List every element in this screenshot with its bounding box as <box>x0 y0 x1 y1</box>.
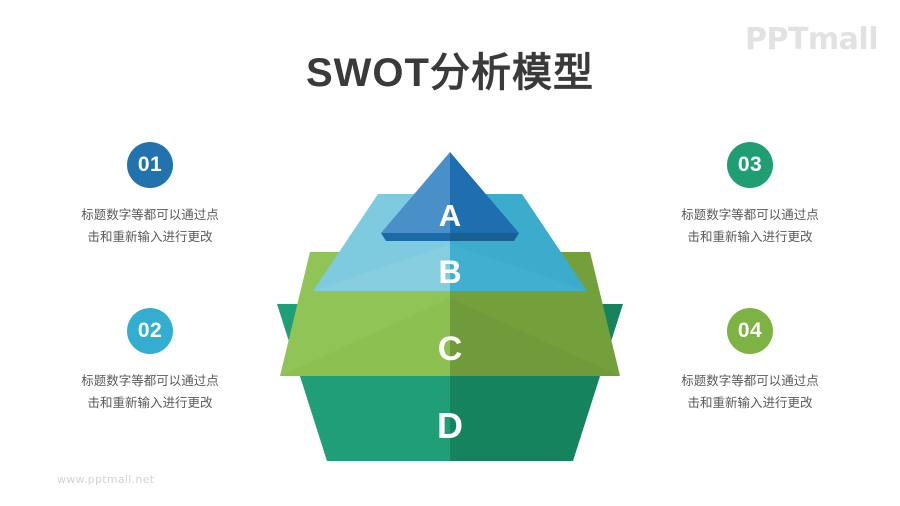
footer-url: www.pptmall.net <box>57 473 155 486</box>
desc-02-line1: 标题数字等都可以通过点 <box>81 373 219 388</box>
desc-01-line1: 标题数字等都可以通过点 <box>81 207 219 222</box>
info-block-03: 03 标题数字等都可以通过点 击和重新输入进行更改 <box>620 142 880 248</box>
info-block-02: 02 标题数字等都可以通过点 击和重新输入进行更改 <box>20 308 280 414</box>
desc-03-line1: 标题数字等都可以通过点 <box>681 207 819 222</box>
number-badge-02[interactable]: 02 <box>127 308 173 354</box>
desc-03-line2: 击和重新输入进行更改 <box>687 228 813 244</box>
number-badge-04[interactable]: 04 <box>727 308 773 354</box>
info-block-01: 01 标题数字等都可以通过点 击和重新输入进行更改 <box>20 142 280 248</box>
desc-02: 标题数字等都可以通过点 击和重新输入进行更改 <box>20 370 280 414</box>
pptmall-logo: PPTmall <box>744 22 879 57</box>
desc-03: 标题数字等都可以通过点 击和重新输入进行更改 <box>620 204 880 248</box>
desc-02-line2: 击和重新输入进行更改 <box>87 394 213 410</box>
pyramid-layer-a[interactable]: A <box>381 152 519 241</box>
page-title: SWOT分析模型 <box>306 51 594 95</box>
number-badge-01[interactable]: 01 <box>127 142 173 188</box>
desc-04-line1: 标题数字等都可以通过点 <box>681 373 819 388</box>
layer-a-face-left <box>381 152 450 233</box>
desc-04: 标题数字等都可以通过点 击和重新输入进行更改 <box>620 370 880 414</box>
badge-row-02: 02 <box>20 308 280 354</box>
layer-d-label: D <box>437 405 463 446</box>
layer-a-label: A <box>439 198 461 233</box>
desc-04-line2: 击和重新输入进行更改 <box>687 394 813 410</box>
pyramid-diagram: D C B A <box>268 148 632 468</box>
info-block-04: 04 标题数字等都可以通过点 击和重新输入进行更改 <box>620 308 880 414</box>
layer-c-label: C <box>438 330 463 368</box>
pyramid-svg: D C B A <box>277 152 623 461</box>
layer-a-bevel-right <box>450 233 519 241</box>
layer-a-face-right <box>450 152 519 233</box>
number-badge-03[interactable]: 03 <box>727 142 773 188</box>
layer-a-bevel-left <box>381 233 450 241</box>
badge-row-04: 04 <box>620 308 880 354</box>
badge-row-01: 01 <box>20 142 280 188</box>
badge-row-03: 03 <box>620 142 880 188</box>
desc-01: 标题数字等都可以通过点 击和重新输入进行更改 <box>20 204 280 248</box>
desc-01-line2: 击和重新输入进行更改 <box>87 228 213 244</box>
layer-b-label: B <box>438 254 461 290</box>
